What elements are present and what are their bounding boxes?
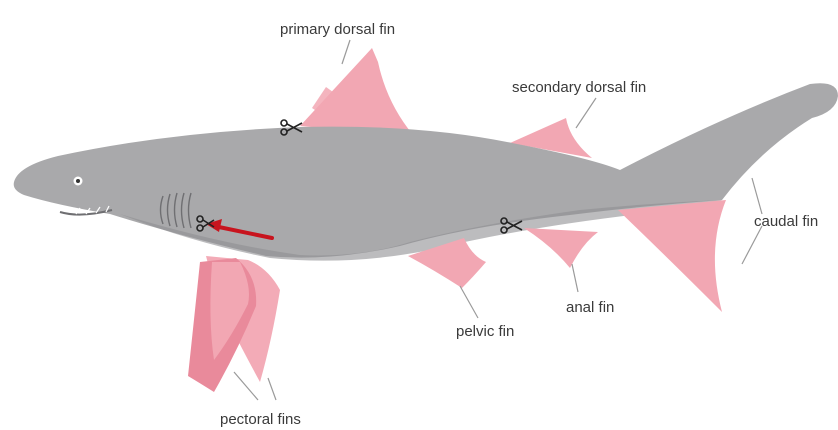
- primary-dorsal-fin: [300, 48, 414, 136]
- caudal-fin: [618, 200, 726, 312]
- pectoral-fins: [188, 256, 280, 392]
- pelvic-fin-label: pelvic fin: [456, 323, 514, 340]
- eye-icon: [74, 177, 83, 186]
- primary-dorsal-fin-label: primary dorsal fin: [280, 21, 395, 38]
- anal-fin: [524, 228, 598, 268]
- secondary-dorsal-fin-label: secondary dorsal fin: [512, 79, 646, 96]
- pectoral-fins-label: pectoral fins: [220, 411, 301, 428]
- caudal-fin-label: caudal fin: [754, 213, 818, 230]
- anal-fin-label: anal fin: [566, 299, 614, 316]
